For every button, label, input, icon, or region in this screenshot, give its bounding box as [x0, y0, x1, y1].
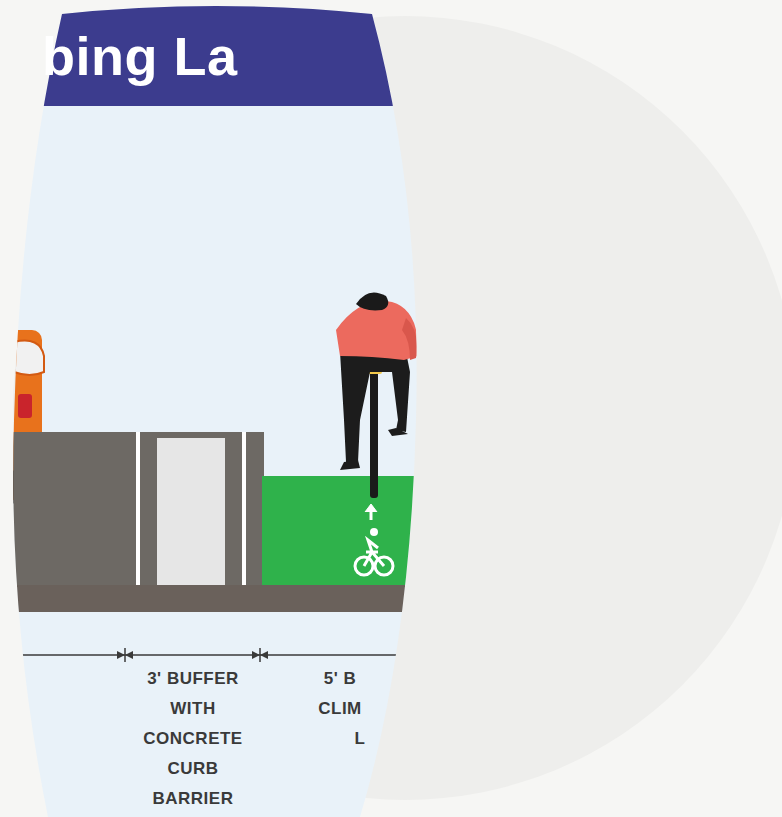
dimension-label: 5' B	[310, 664, 370, 694]
lane-line	[136, 432, 140, 587]
green-bike-lane	[262, 476, 442, 587]
cyclist	[336, 292, 418, 498]
dimension-label: 3' BUFFER WITH CONCRETE CURB BARRIER	[132, 664, 254, 814]
bike-lane-marking	[355, 504, 393, 575]
sky	[0, 0, 440, 817]
dimension-line	[0, 648, 440, 662]
title-text: bing La	[42, 26, 237, 86]
concrete-curb-barrier	[157, 438, 225, 587]
title-band	[0, 0, 440, 106]
road	[0, 432, 264, 587]
ground-strip	[0, 585, 440, 612]
dimension-label: L	[340, 724, 380, 754]
lane-line	[242, 432, 246, 587]
dimension-label: CLIM	[310, 694, 370, 724]
